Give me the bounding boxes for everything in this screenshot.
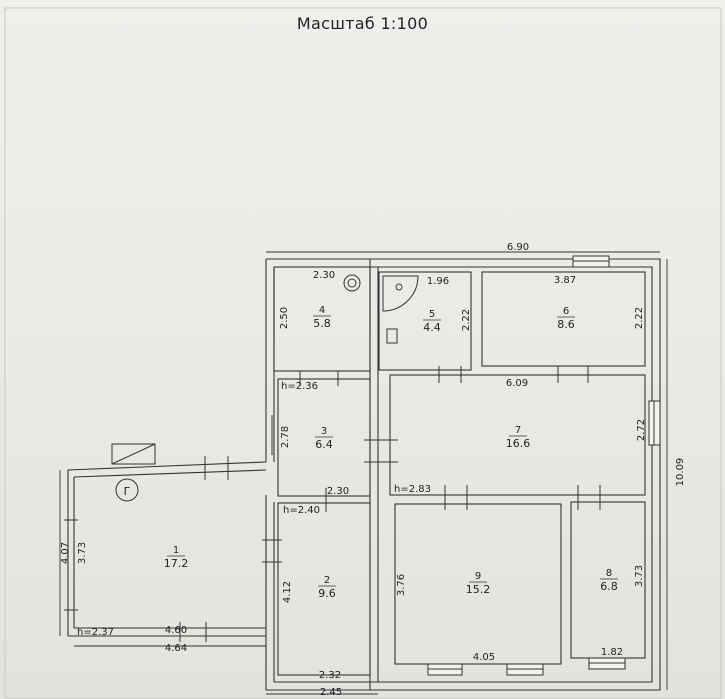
dim-r4-height: 2.50 xyxy=(279,307,290,329)
door-marks xyxy=(64,366,601,642)
r1-top-outer xyxy=(67,461,267,471)
dim-r5-height: 2.22 xyxy=(461,309,472,331)
inner-wall-main xyxy=(274,266,653,683)
dim-r6-height: 2.22 xyxy=(634,307,645,329)
dim-r1-outer-bottom: 4.64 xyxy=(165,643,187,654)
dim-r9-side: 3.76 xyxy=(396,574,407,596)
dim-r1-inner-side: 3.73 xyxy=(77,542,88,564)
room-area: 16.6 xyxy=(506,437,531,450)
dim-r8-side: 3.73 xyxy=(634,565,645,587)
room-label-6: 68.6 xyxy=(557,306,575,331)
room-number: 4 xyxy=(319,305,325,316)
dim-r2-side: 4.12 xyxy=(282,581,293,603)
room-label-9: 915.2 xyxy=(466,571,491,596)
room-area: 8.6 xyxy=(557,318,575,331)
room-label-4: 45.8 xyxy=(313,305,331,330)
room-label-1: 117.2 xyxy=(164,545,189,570)
scale-title: Масштаб 1:100 xyxy=(296,14,429,33)
dim-r9-bottom: 4.05 xyxy=(473,652,495,663)
room-area: 6.4 xyxy=(315,438,333,451)
dimension-lines xyxy=(59,251,668,695)
dim-r6-width: 3.87 xyxy=(554,275,576,286)
room-number: 5 xyxy=(429,309,435,320)
stove-box xyxy=(111,443,156,465)
room-number: 1 xyxy=(173,545,179,556)
room-area: 17.2 xyxy=(164,557,189,570)
dim-r1-outer-side: 4.07 xyxy=(60,542,71,564)
room-area: 5.8 xyxy=(313,317,331,330)
room-number: 2 xyxy=(324,575,330,586)
room-label-8: 86.8 xyxy=(600,568,618,593)
dim-r7-side: 2.72 xyxy=(636,419,647,441)
stove-diagonal xyxy=(111,443,156,465)
gas-boiler-letter: Г xyxy=(124,485,131,498)
dimension-texts: 6.90 10.09 2.30 2.50 1.96 2.22 3.87 2.22… xyxy=(60,242,686,698)
room-area: 15.2 xyxy=(466,583,491,596)
r1-top-inner xyxy=(73,469,267,478)
toilet-bowl-icon xyxy=(347,278,357,288)
room-label-2: 29.6 xyxy=(318,575,336,600)
dim-r1-inner-bottom: 4.60 xyxy=(165,625,187,636)
gas-boiler-icon xyxy=(115,478,139,502)
dim-top-total: 6.90 xyxy=(507,242,529,253)
room-labels: 117.2 29.6 36.4 45.8 54.4 68.6 716.6 86.8 915.2 xyxy=(164,305,618,600)
shower-icon xyxy=(382,275,419,312)
walls xyxy=(67,258,661,691)
room-area: 4.4 xyxy=(423,321,441,334)
dim-r3-bottom: 2.30 xyxy=(327,486,349,497)
dim-r3-side: 2.78 xyxy=(280,426,291,448)
dim-r4-width: 2.30 xyxy=(313,270,335,281)
room-2-walls xyxy=(277,502,371,676)
dim-r2-outer-bottom: 2.45 xyxy=(320,687,342,698)
room-number: 7 xyxy=(515,425,521,436)
room-label-3: 36.4 xyxy=(315,426,333,451)
room-7-walls xyxy=(389,374,646,496)
dim-right-total: 10.09 xyxy=(675,458,686,487)
toilet-icon xyxy=(343,274,361,292)
room-number: 3 xyxy=(321,426,327,437)
dim-r7-h: h=2.83 xyxy=(394,484,431,495)
room-6-walls xyxy=(481,271,646,367)
dim-r3-h: h=2.36 xyxy=(281,381,318,392)
room-number: 6 xyxy=(563,306,569,317)
dim-r7-width: 6.09 xyxy=(506,378,528,389)
dim-r8-bottom: 1.82 xyxy=(601,647,623,658)
windows xyxy=(427,255,661,676)
room-label-5: 54.4 xyxy=(423,309,441,334)
room-5-walls xyxy=(378,271,472,371)
room-label-7: 716.6 xyxy=(506,425,531,450)
shower-head-icon xyxy=(395,283,403,291)
room-3-walls xyxy=(277,378,371,497)
shower-tray xyxy=(382,275,419,312)
room-number: 9 xyxy=(475,571,481,582)
room-9-walls xyxy=(394,503,562,665)
sink-icon xyxy=(386,328,398,344)
dim-r2-inner-bottom: 2.32 xyxy=(319,670,341,681)
page-edge xyxy=(4,7,722,699)
room-number: 8 xyxy=(606,568,612,579)
stove-rect xyxy=(111,443,156,465)
room-area: 6.8 xyxy=(600,580,618,593)
outer-wall-main xyxy=(266,258,661,691)
dim-r1-h: h=2.37 xyxy=(77,627,114,638)
dim-r2-h: h=2.40 xyxy=(283,505,320,516)
room-area: 9.6 xyxy=(318,587,336,600)
dim-r5-width: 1.96 xyxy=(427,276,449,287)
